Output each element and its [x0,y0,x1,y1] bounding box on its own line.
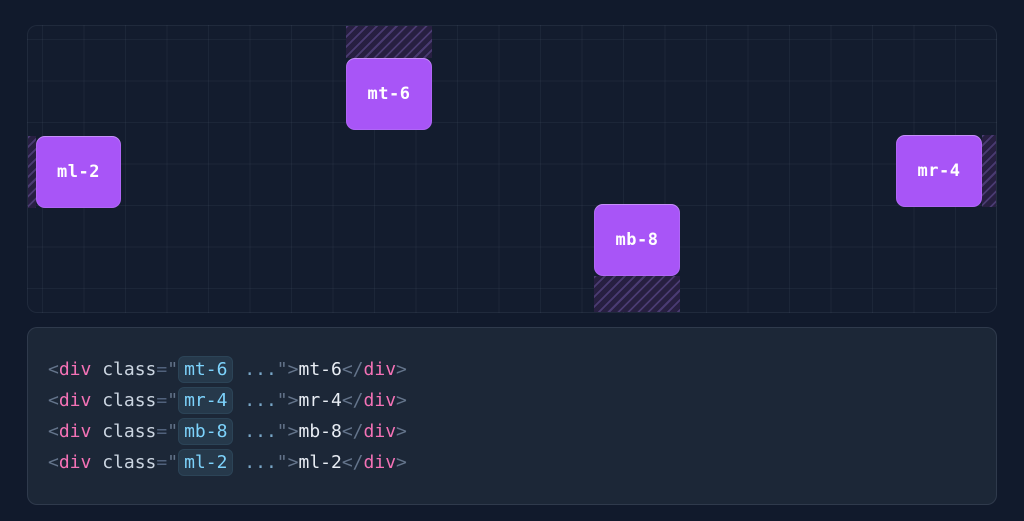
token-ellipsis: ... [233,359,277,380]
demo-box-mr-4: mr-4 [896,135,982,207]
element-content: mb-8 [298,421,342,442]
token-attr: class [91,359,157,380]
token-close-bracket: > [287,452,299,473]
token-quote: " [167,359,179,380]
token-open-bracket: < [48,421,59,442]
code-block: <div class="mt-6 ...">mt-6</div> <div cl… [27,327,997,505]
demo-box-label: ml-2 [57,161,100,182]
highlighted-class-token: mb-8 [179,419,233,444]
token-equals: = [156,452,168,473]
token-closing-open: </ [341,421,364,442]
demo-box-label: mr-4 [917,160,961,181]
highlighted-class-token: mr-4 [179,388,233,413]
token-close-bracket: > [396,390,407,411]
token-tag: div [363,452,397,473]
token-quote: " [167,390,179,411]
token-attr: class [91,421,157,442]
demo-box-mt-6: mt-6 [346,58,432,130]
margin-demo-panel: mt-6 ml-2 mr-4 mb-8 [27,25,997,313]
token-open-bracket: < [48,452,59,473]
token-ellipsis: ... [233,421,277,442]
demo-box-label: mb-8 [615,229,659,250]
element-content: ml-2 [298,452,342,473]
margin-hatch-left [28,136,36,208]
token-closing-open: </ [341,359,364,380]
element-content: mr-4 [298,390,342,411]
token-quote: " [167,452,179,473]
token-quote: " [167,421,179,442]
token-close-bracket: > [396,421,407,442]
token-quote: " [276,421,288,442]
token-closing-open: </ [341,390,364,411]
token-closing-open: </ [341,452,364,473]
demo-box-mb-8: mb-8 [594,204,680,276]
token-close-bracket: > [396,452,407,473]
code-line-mr-4: <div class="mr-4 ...">mr-4</div> [48,385,976,416]
code-line-mt-6: <div class="mt-6 ...">mt-6</div> [48,354,976,385]
token-tag: div [58,390,92,411]
element-content: mt-6 [298,359,342,380]
token-tag: div [58,359,92,380]
token-tag: div [363,390,397,411]
token-quote: " [276,452,288,473]
token-tag: div [363,421,397,442]
demo-box-ml-2: ml-2 [36,136,121,208]
token-close-bracket: > [287,390,299,411]
token-quote: " [276,390,288,411]
margin-hatch-right [982,135,996,207]
token-tag: div [58,452,92,473]
code-line-mb-8: <div class="mb-8 ...">mb-8</div> [48,416,976,447]
token-open-bracket: < [48,359,59,380]
margin-hatch-bottom [594,276,680,312]
token-equals: = [156,390,168,411]
token-ellipsis: ... [233,452,277,473]
token-close-bracket: > [396,359,407,380]
token-attr: class [91,390,157,411]
highlighted-class-token: mt-6 [179,357,233,382]
token-equals: = [156,421,168,442]
token-tag: div [363,359,397,380]
token-quote: " [276,359,288,380]
token-open-bracket: < [48,390,59,411]
token-tag: div [58,421,92,442]
token-equals: = [156,359,168,380]
token-attr: class [91,452,157,473]
token-close-bracket: > [287,359,299,380]
highlighted-class-token: ml-2 [179,450,233,475]
token-close-bracket: > [287,421,299,442]
demo-box-label: mt-6 [367,83,411,104]
token-ellipsis: ... [233,390,277,411]
margin-hatch-top [346,26,432,58]
code-line-ml-2: <div class="ml-2 ...">ml-2</div> [48,447,976,478]
